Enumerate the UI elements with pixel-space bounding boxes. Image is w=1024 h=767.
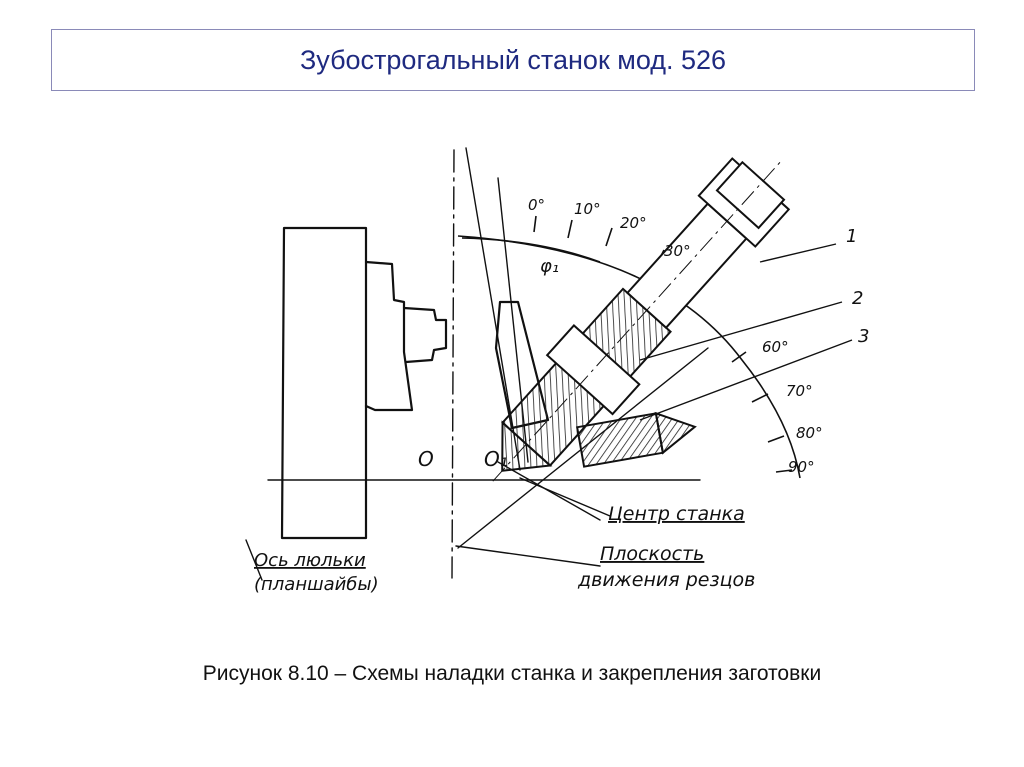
cutter-assembly (492, 157, 791, 482)
phi-arrow-arc (461, 237, 601, 263)
vertical-axis-o (451, 149, 455, 579)
scale-label-60: 60° (762, 338, 789, 356)
cutter-axis (492, 161, 781, 482)
tick-80 (767, 435, 785, 443)
plane-label-leader (455, 545, 601, 567)
axis-label-line1: Ось люльки (254, 550, 366, 571)
tick-0 (533, 215, 537, 233)
cradle-block (280, 226, 368, 540)
callout-2: 2 (852, 288, 863, 309)
slide-title: Зубострогальный станок мод. 526 (299, 44, 727, 75)
axis-label-line2: (планшайбы) (254, 574, 379, 595)
scale-label-0: 0° (528, 196, 545, 214)
machine-center-label: Центр станка (608, 503, 745, 525)
center-label-leader (519, 477, 611, 517)
lower-cutter (575, 411, 697, 468)
tick-90 (775, 469, 793, 473)
scale-label-10: 10° (574, 200, 601, 218)
plane-label-line2: движения резцов (577, 569, 755, 591)
plane-label-line1: Плоскость (600, 543, 704, 565)
point-o-label: O (418, 447, 434, 471)
axis-label-underline (245, 539, 263, 581)
lower-cutter-tip (654, 411, 697, 455)
workpiece-holder (402, 306, 448, 364)
cutter-tip (501, 420, 553, 472)
callout-3-leader (639, 339, 853, 421)
callout-3: 3 (858, 326, 869, 347)
point-o1-label: O₁ (484, 447, 508, 471)
callout-2-leader (639, 301, 843, 361)
tick-60 (731, 351, 747, 363)
scale-label-80: 80° (796, 424, 823, 442)
scale-label-70: 70° (786, 382, 813, 400)
scale-label-30: 30° (664, 242, 691, 260)
title-frame: Зубострогальный станок мод. 526 (51, 29, 975, 91)
tick-70 (751, 393, 769, 403)
callout-1-leader (759, 243, 837, 263)
angle-scale-arc (457, 235, 801, 479)
scale-label-20: 20° (620, 214, 647, 232)
stepped-block (364, 260, 414, 412)
tick-20 (605, 227, 613, 247)
scale-label-90: 90° (788, 458, 815, 476)
callout-1: 1 (846, 226, 857, 247)
figure-caption: Рисунок 8.10 – Схемы наладки станка и за… (202, 662, 822, 685)
angle-phi-label: φ₁ (540, 256, 559, 277)
tick-10 (567, 219, 573, 239)
